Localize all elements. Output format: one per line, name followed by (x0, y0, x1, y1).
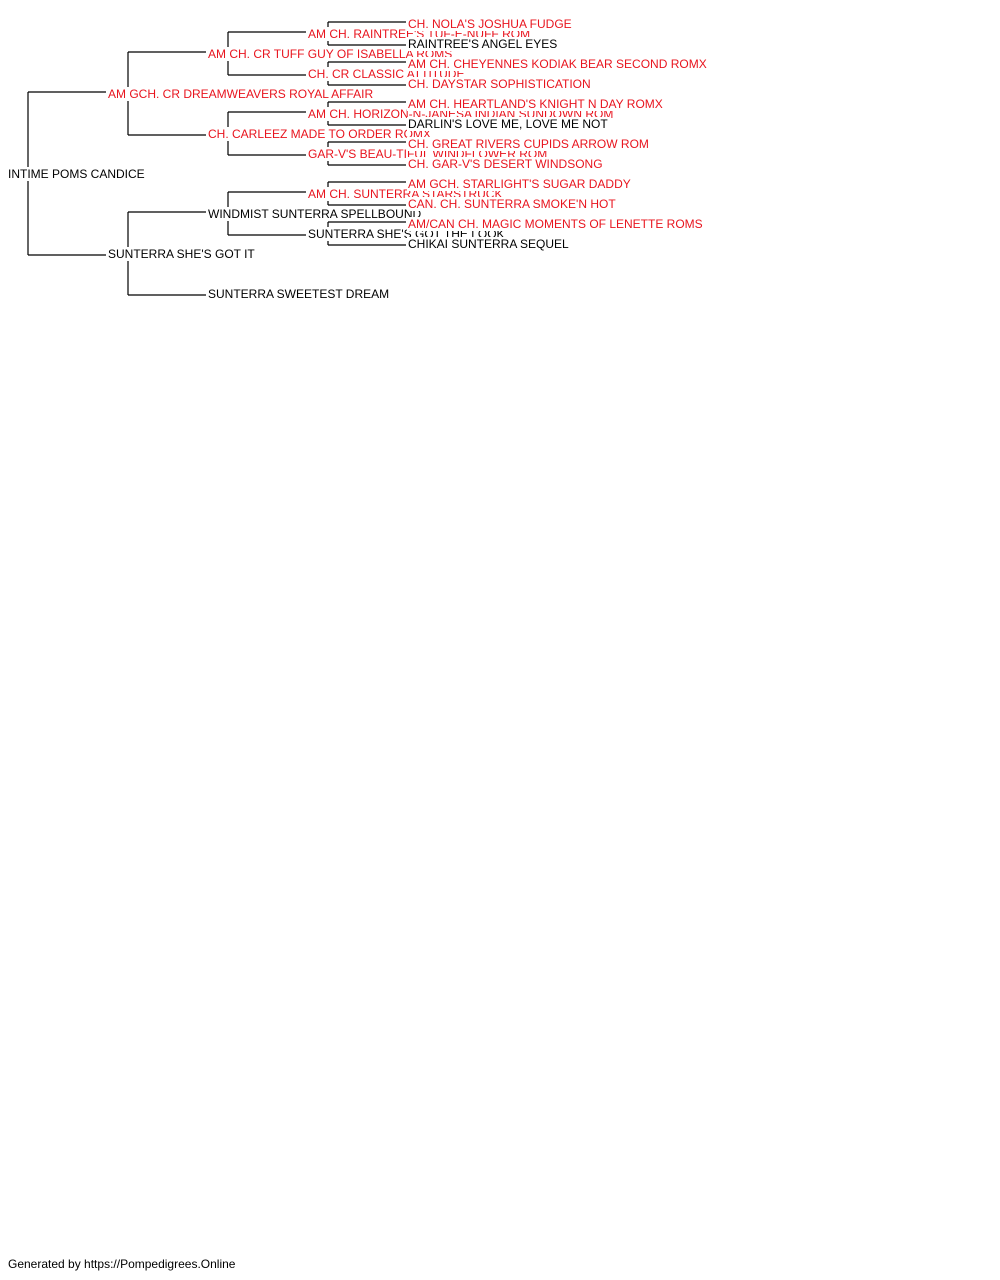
ancestor-name-gen-2[interactable]: WINDMIST SUNTERRA SPELLBOUND (207, 207, 423, 221)
ancestor-name-gen-4[interactable]: RAINTREE'S ANGEL EYES (407, 37, 559, 51)
ancestor-name-gen-1[interactable]: AM GCH. CR DREAMWEAVERS ROYAL AFFAIR (107, 87, 375, 101)
ancestor-name-gen-4[interactable]: AM CH. HEARTLAND'S KNIGHT N DAY ROMX (407, 97, 664, 111)
ancestor-name-gen-2[interactable]: SUNTERRA SWEETEST DREAM (207, 287, 391, 301)
footer-credit: Generated by https://Pompedigrees.Online (8, 1257, 236, 1271)
ancestor-name-gen-2[interactable]: AM CH. CR TUFF GUY OF ISABELLA ROMS (207, 47, 454, 61)
subject-dog-name[interactable]: INTIME POMS CANDICE (7, 167, 146, 181)
ancestor-name-gen-1[interactable]: SUNTERRA SHE'S GOT IT (107, 247, 256, 261)
ancestor-name-gen-4[interactable]: DARLIN'S LOVE ME, LOVE ME NOT (407, 117, 609, 131)
ancestor-name-gen-4[interactable]: CAN. CH. SUNTERRA SMOKE'N HOT (407, 197, 617, 211)
ancestor-name-gen-4[interactable]: CHIKAI SUNTERRA SEQUEL (407, 237, 570, 251)
ancestor-name-gen-4[interactable]: CH. NOLA'S JOSHUA FUDGE (407, 17, 573, 31)
ancestor-name-gen-4[interactable]: CH. GREAT RIVERS CUPIDS ARROW ROM (407, 137, 650, 151)
ancestor-name-gen-4[interactable]: AM CH. CHEYENNES KODIAK BEAR SECOND ROMX (407, 57, 708, 71)
ancestor-name-gen-4[interactable]: AM GCH. STARLIGHT'S SUGAR DADDY (407, 177, 632, 191)
ancestor-name-gen-4[interactable]: CH. GAR-V'S DESERT WINDSONG (407, 157, 604, 171)
ancestor-name-gen-2[interactable]: CH. CARLEEZ MADE TO ORDER ROMX (207, 127, 432, 141)
ancestor-name-gen-4[interactable]: CH. DAYSTAR SOPHISTICATION (407, 77, 592, 91)
ancestor-name-gen-4[interactable]: AM/CAN CH. MAGIC MOMENTS OF LENETTE ROMS (407, 217, 704, 231)
